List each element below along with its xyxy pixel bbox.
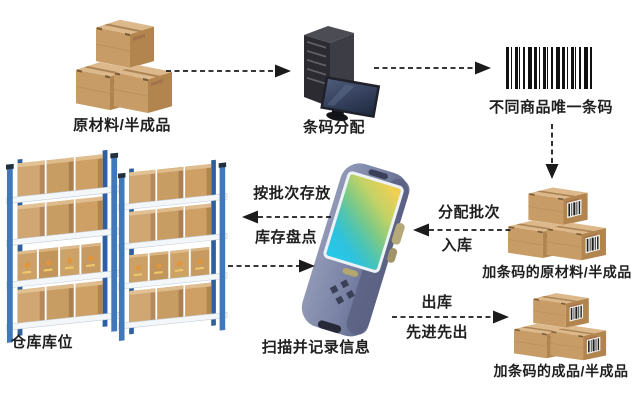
arrow-outbound xyxy=(392,310,509,324)
warehouse-racks-label: 仓库库位 xyxy=(10,334,74,351)
inventory-count-label: 库存盘点 xyxy=(254,229,318,246)
barcoded-box-stack-icon xyxy=(514,289,608,361)
outbound-label: 出库 xyxy=(421,294,453,311)
barcoded-finished-label: 加条码的成品/半成品 xyxy=(493,363,629,379)
warehouse-rack-icon xyxy=(118,158,228,342)
barcode-assign-label: 条码分配 xyxy=(302,119,366,136)
store-by-batch-label: 按批次存放 xyxy=(253,185,331,202)
barcoded-box-stack-icon xyxy=(508,183,608,261)
arrow-store-by-batch xyxy=(242,210,332,224)
arrow-raw-to-server xyxy=(166,64,291,78)
raw-materials-label: 原材料/半成品 xyxy=(73,117,171,134)
barcode-icon xyxy=(502,44,596,92)
handheld-scanner-icon xyxy=(301,163,410,337)
arrow-inbound xyxy=(413,223,513,237)
scanner-label: 扫描并记录信息 xyxy=(261,339,371,356)
unique-barcode-label: 不同商品唯一条码 xyxy=(488,99,614,116)
warehouse-rack-icon xyxy=(6,148,120,344)
barcoded-raw-label: 加条码的原材料/半成品 xyxy=(482,264,632,280)
box-stack-icon xyxy=(76,19,173,114)
arrow-server-to-barcode xyxy=(374,61,491,75)
server-monitor-icon xyxy=(304,26,381,122)
barcode-bars xyxy=(506,47,592,89)
inbound-label: 入库 xyxy=(441,237,473,254)
arrow-barcode-to-boxes xyxy=(545,124,559,179)
assign-batch-label: 分配批次 xyxy=(437,204,501,221)
arrow-inventory-count xyxy=(228,259,315,273)
fifo-label: 先进先出 xyxy=(405,324,469,341)
